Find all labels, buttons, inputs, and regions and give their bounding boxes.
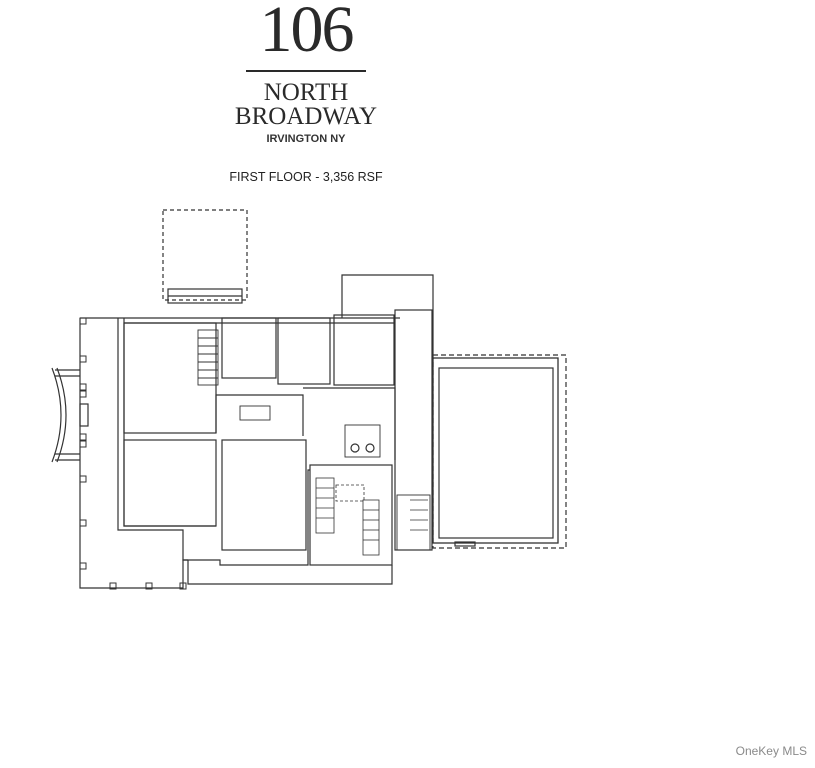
rear-stair-hall xyxy=(309,464,393,566)
upper-outline xyxy=(341,274,434,355)
restrooms xyxy=(344,424,381,458)
garage-wing xyxy=(432,357,559,544)
porch-outline xyxy=(79,318,188,589)
rear-terrace-outline xyxy=(162,209,248,301)
floor-caption: FIRST FLOOR - 3,356 RSF xyxy=(229,170,383,184)
street-name-line1: NORTH xyxy=(263,79,349,106)
city-state: IRVINGTON NY xyxy=(266,133,346,145)
street-name-line2: BROADWAY xyxy=(234,103,378,130)
main-staircase xyxy=(197,329,219,386)
title-divider xyxy=(246,70,366,72)
lower-porch xyxy=(187,560,393,585)
street-number: 106 xyxy=(259,0,355,66)
entry-steps-curve xyxy=(51,367,62,463)
watermark: OneKey MLS xyxy=(735,744,807,758)
